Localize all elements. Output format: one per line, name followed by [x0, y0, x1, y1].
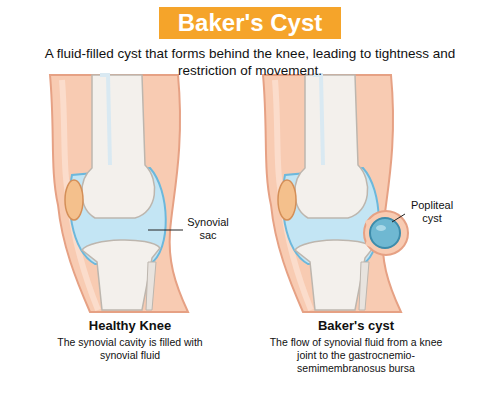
subtitle: A fluid-filled cyst that forms behind th…: [28, 45, 472, 79]
panel-description: The flow of synovial fluid from a knee j…: [262, 336, 450, 375]
panel-heading: Healthy Knee: [40, 318, 220, 334]
panel-heading: Baker's cyst: [258, 318, 454, 334]
leader-line: [392, 214, 405, 222]
panel-description: The synovial cavity is filled with synov…: [38, 336, 222, 362]
part-label: Popliteal cyst: [404, 199, 460, 225]
title: Baker's Cyst: [178, 9, 322, 37]
part-label: Synovial sac: [184, 216, 232, 242]
leader-line: [148, 230, 183, 231]
title-bar: Baker's Cyst: [159, 7, 341, 39]
